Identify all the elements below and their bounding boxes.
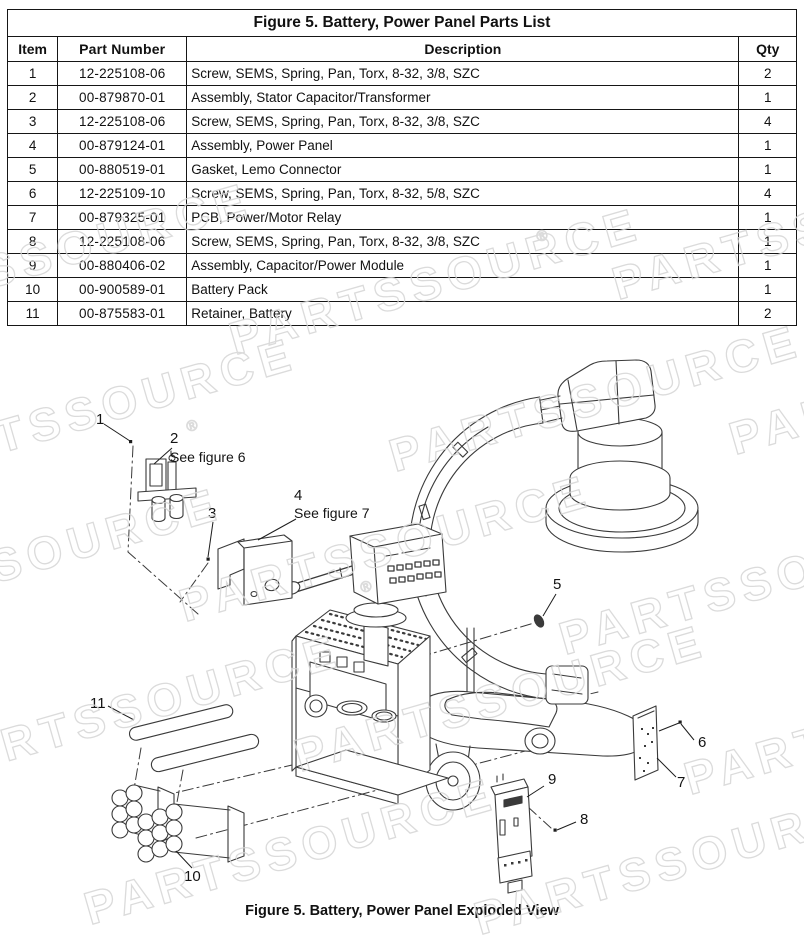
cell-part-number: 00-879325-01 xyxy=(57,205,188,230)
table-row: 7 00-879325-01 PCB, Power/Motor Relay 1 xyxy=(6,205,797,230)
cell-part-number: 12-225108-06 xyxy=(57,229,188,254)
lemo-gasket xyxy=(533,614,545,628)
table-row: 2 00-879870-01 Assembly, Stator Capacito… xyxy=(6,85,797,110)
header-item: Item xyxy=(6,36,59,62)
cell-part-number: 00-879870-01 xyxy=(57,85,188,110)
callout-10: 10 xyxy=(184,868,201,885)
power-panel-bracket xyxy=(217,534,293,606)
figure-caption: Figure 5. Battery, Power Panel Exploded … xyxy=(245,903,559,919)
cell-description: PCB, Power/Motor Relay xyxy=(186,205,740,230)
power-panel-chassis xyxy=(291,609,449,805)
callout-2: 2 xyxy=(170,430,178,447)
cell-description: Screw, SEMS, Spring, Pan, Torx, 8-32, 3/… xyxy=(186,61,740,86)
cell-qty: 2 xyxy=(738,301,797,326)
cell-description: Retainer, Battery xyxy=(186,301,740,326)
cell-part-number: 12-225108-06 xyxy=(57,61,188,86)
cell-part-number: 00-880406-02 xyxy=(57,253,188,278)
header-description: Description xyxy=(186,36,740,62)
cell-part-number: 00-880519-01 xyxy=(57,157,188,182)
cell-item: 1 xyxy=(6,61,59,86)
callout-6: 6 xyxy=(698,734,706,751)
table-title-row: Figure 5. Battery, Power Panel Parts Lis… xyxy=(7,9,797,37)
callout-9: 9 xyxy=(548,771,556,788)
cell-item: 5 xyxy=(6,157,59,182)
connector-assembly xyxy=(137,450,197,523)
cell-part-number: 00-879124-01 xyxy=(57,133,188,158)
tube-cylinder xyxy=(569,417,671,511)
caster-wheel xyxy=(524,727,556,755)
callout-3: 3 xyxy=(208,505,216,522)
tube-housing xyxy=(540,359,656,432)
callout-7: 7 xyxy=(677,774,685,791)
cell-description: Assembly, Power Panel xyxy=(186,133,740,158)
cell-qty: 4 xyxy=(738,109,797,134)
cell-item: 11 xyxy=(6,301,59,326)
table-header-row: Item Part Number Description Qty xyxy=(6,36,797,62)
callout-1: 1 xyxy=(96,411,104,428)
table-row: 5 00-880519-01 Gasket, Lemo Connector 1 xyxy=(6,157,797,182)
cell-description: Assembly, Stator Capacitor/Transformer xyxy=(186,85,740,110)
table-row: 4 00-879124-01 Assembly, Power Panel 1 xyxy=(6,133,797,158)
battery-pack xyxy=(111,784,245,863)
battery-retainers xyxy=(128,704,260,773)
capacitor-power-module xyxy=(490,773,533,894)
cell-part-number: 00-900589-01 xyxy=(57,277,188,302)
cell-qty: 1 xyxy=(738,85,797,110)
control-console xyxy=(283,523,447,667)
parts-table: Figure 5. Battery, Power Panel Parts Lis… xyxy=(6,9,797,326)
table-row: 10 00-900589-01 Battery Pack 1 xyxy=(6,277,797,302)
callout-5: 5 xyxy=(553,576,561,593)
cell-part-number: 12-225108-06 xyxy=(57,109,188,134)
callout-labels: 1 2 See figure 6 3 4 See figure 7 5 6 7 … xyxy=(90,411,706,885)
cell-item: 7 xyxy=(6,205,59,230)
cell-description: Assembly, Capacitor/Power Module xyxy=(186,253,740,278)
table-title: Figure 5. Battery, Power Panel Parts Lis… xyxy=(7,9,797,37)
table-row: 11 00-875583-01 Retainer, Battery 2 xyxy=(6,301,797,326)
cell-item: 10 xyxy=(6,277,59,302)
cell-item: 3 xyxy=(6,109,59,134)
callout-4: 4 xyxy=(294,487,302,504)
table-row: 9 00-880406-02 Assembly, Capacitor/Power… xyxy=(6,253,797,278)
header-qty: Qty xyxy=(738,36,797,62)
callout-4-note: See figure 7 xyxy=(294,505,370,521)
callout-2-note: See figure 6 xyxy=(170,449,246,465)
table-row: 1 12-225108-06 Screw, SEMS, Spring, Pan,… xyxy=(6,61,797,86)
callout-8: 8 xyxy=(580,811,588,828)
callout-11: 11 xyxy=(90,695,106,712)
cart-base xyxy=(410,665,648,811)
cell-description: Battery Pack xyxy=(186,277,740,302)
cell-description: Screw, SEMS, Spring, Pan, Torx, 8-32, 5/… xyxy=(186,181,740,206)
relay-pcb xyxy=(632,705,659,781)
cell-qty: 1 xyxy=(738,133,797,158)
callout-leaders xyxy=(103,423,695,869)
